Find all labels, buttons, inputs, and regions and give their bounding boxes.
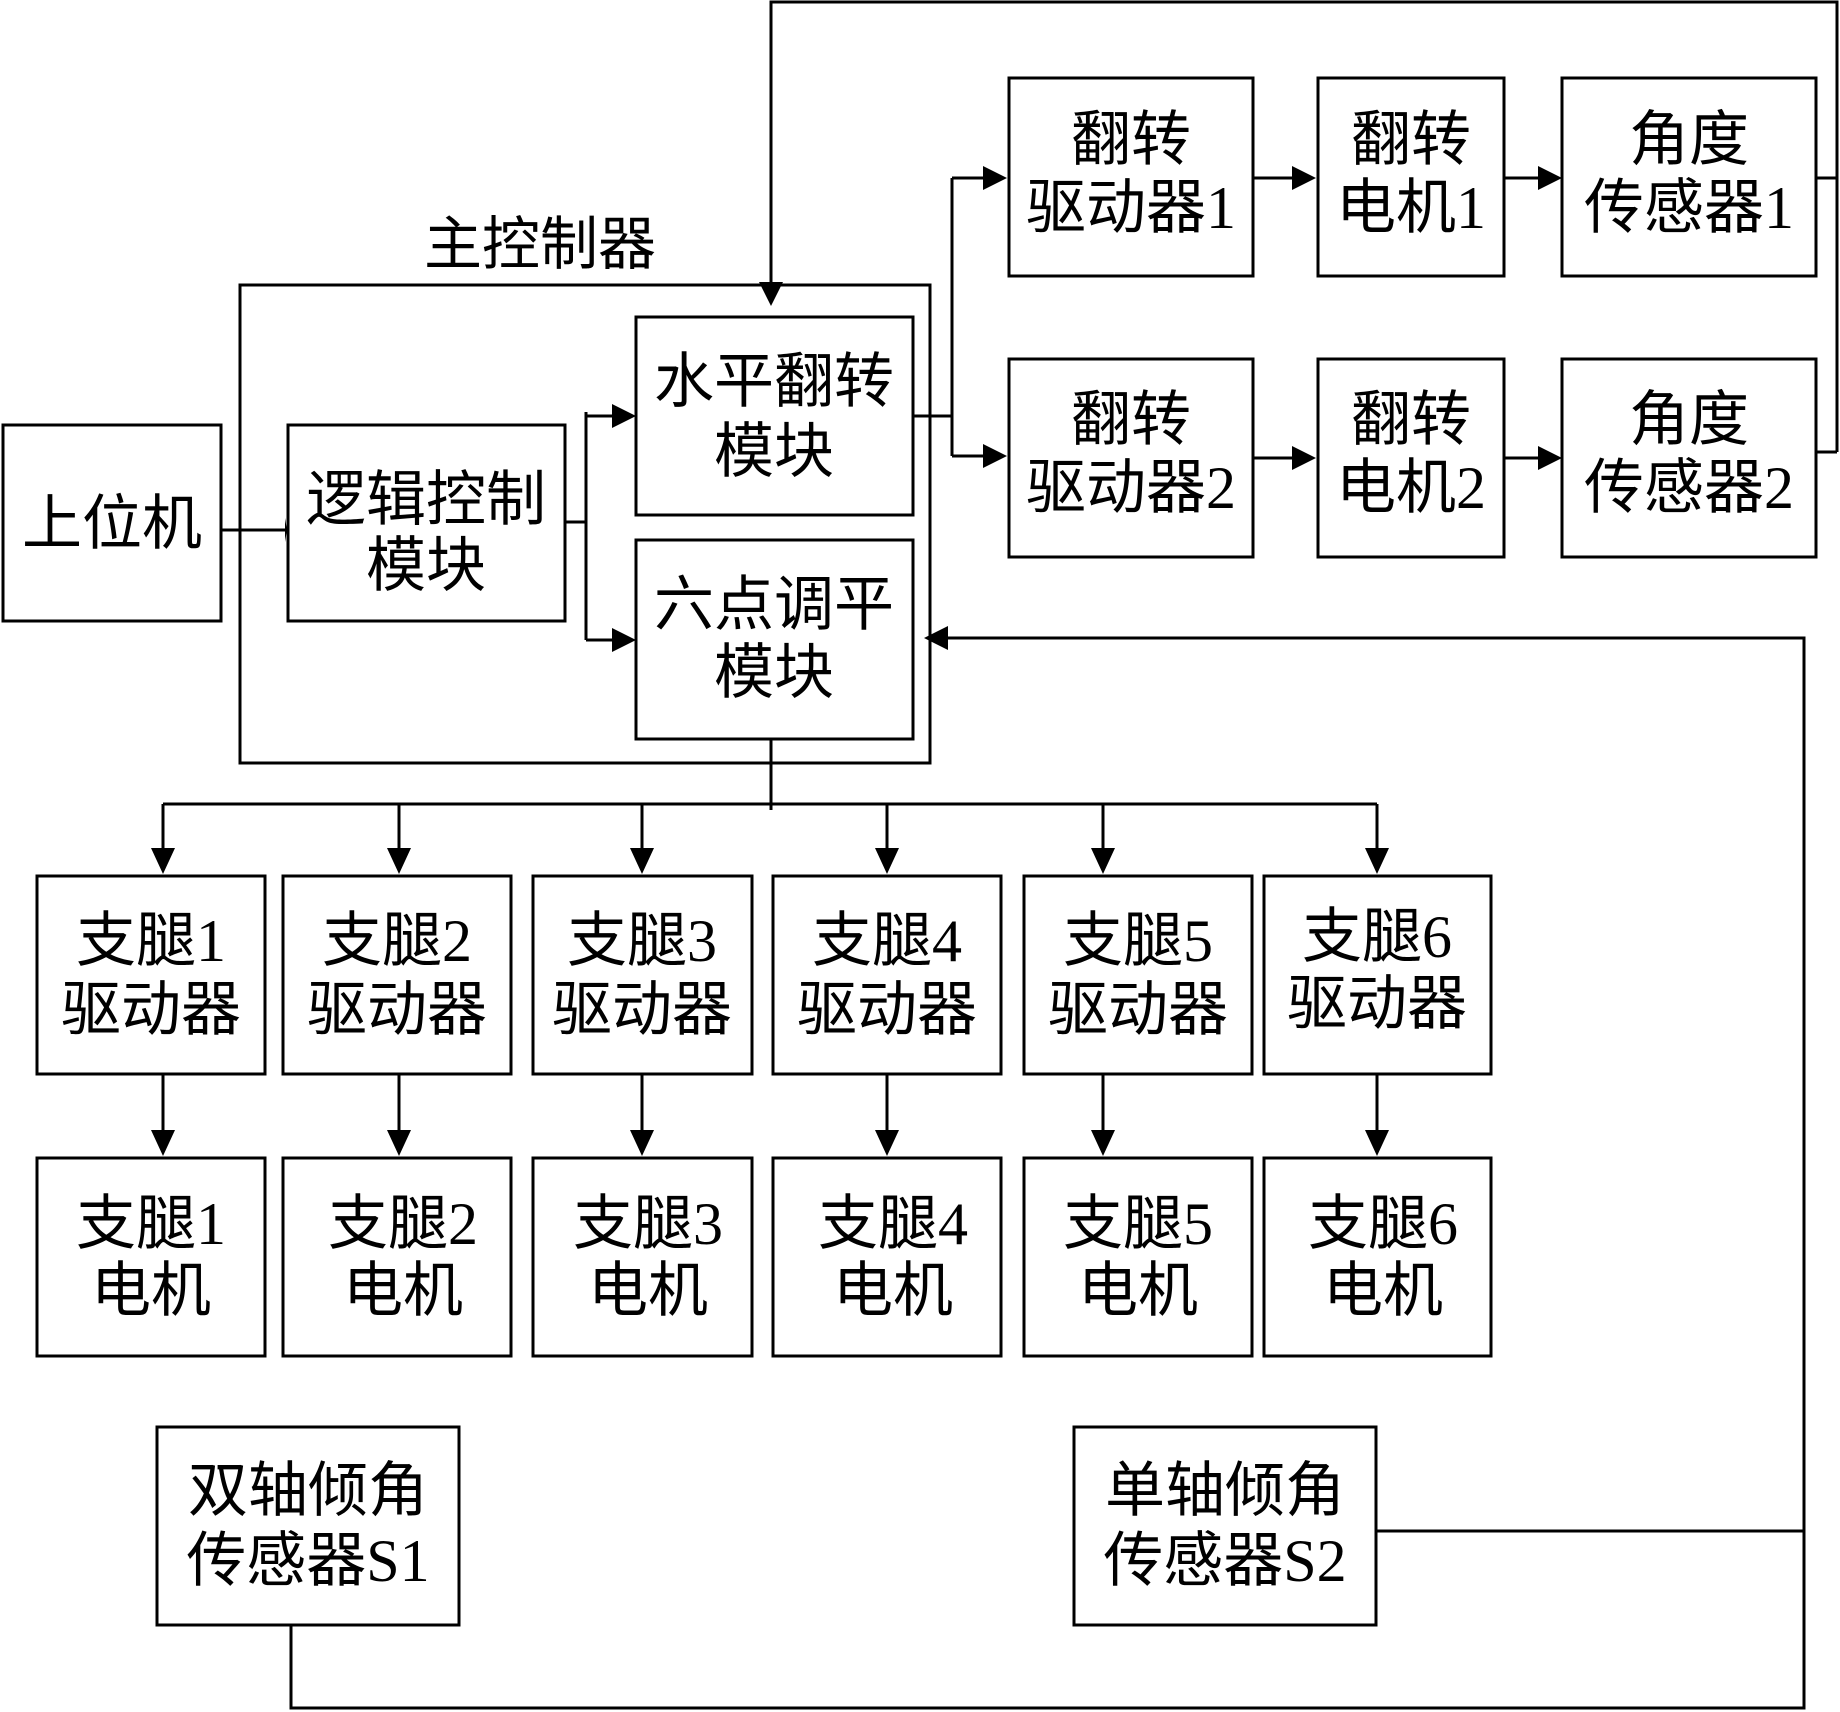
flip-motor-1-box: 翻转 电机1 — [1316, 76, 1506, 278]
flip-module-line1: 水平翻转 — [654, 349, 894, 415]
arrowhead-leg-motor-3 — [630, 1130, 654, 1156]
leg-motor-2-box: 支腿2 电机 — [281, 1156, 513, 1358]
arrowhead-leg-driver-5 — [1091, 848, 1115, 874]
logic-module-line1: 逻辑控制 — [306, 467, 546, 533]
leg-driver-5-line2: 驱动器 — [1048, 977, 1228, 1043]
leg-motor-2-line2: 电机 — [343, 1258, 463, 1324]
leg-driver-3-box: 支腿3 驱动器 — [531, 874, 754, 1076]
leg-driver-1-line1: 支腿1 — [76, 908, 226, 974]
arrowhead-leg-motor-4 — [875, 1130, 899, 1156]
leg-motor-1-line1: 支腿1 — [76, 1191, 226, 1257]
dual-axis-tilt-sensor-s1-box: 双轴倾角 传感器S1 — [155, 1425, 461, 1627]
single-axis-tilt-sensor-s2-box: 单轴倾角 传感器S2 — [1072, 1425, 1378, 1627]
leg-motor-5-line2: 电机 — [1078, 1258, 1198, 1324]
upper-computer-box: 上位机 — [1, 423, 223, 623]
leg-driver-2-line2: 驱动器 — [307, 977, 487, 1043]
sensor-s2-line1: 单轴倾角 — [1105, 1458, 1345, 1524]
flip-motor-2-line2: 电机2 — [1336, 455, 1486, 521]
feedback-sensor-s1 — [289, 1531, 1806, 1710]
leg-motor-3-line2: 电机 — [588, 1258, 708, 1324]
arrowhead-leg-motor-2 — [387, 1130, 411, 1156]
angle-sensor-2-box: 角度 传感器2 — [1560, 357, 1818, 559]
leg-driver-6-line2: 驱动器 — [1287, 971, 1467, 1037]
leg-driver-4-box: 支腿4 驱动器 — [771, 874, 1003, 1076]
sensor-s1-line2: 传感器S1 — [186, 1528, 429, 1594]
leg-driver-1-box: 支腿1 驱动器 — [35, 874, 267, 1076]
flip-module-line2: 模块 — [714, 419, 834, 485]
arrowhead-leg-motor-6 — [1365, 1130, 1389, 1156]
leg-driver-3-line2: 驱动器 — [552, 977, 732, 1043]
feedback-sensor-s2 — [945, 636, 1806, 1533]
leg-motor-3-box: 支腿3 电机 — [531, 1156, 754, 1358]
flip-motor-1-line2: 电机1 — [1336, 175, 1486, 241]
logic-module-line2: 模块 — [366, 533, 486, 599]
arrowhead-leg-motor-5 — [1091, 1130, 1115, 1156]
angle-sensor-2-line1: 角度 — [1629, 387, 1749, 453]
arrowhead-leg-driver-4 — [875, 848, 899, 874]
arrowhead-leg-driver-6 — [1365, 848, 1389, 874]
flip-motor-2-box: 翻转 电机2 — [1316, 357, 1506, 559]
leg-motor-5-line1: 支腿5 — [1063, 1191, 1213, 1257]
sensor-s2-line2: 传感器S2 — [1103, 1528, 1346, 1594]
leg-motor-4-box: 支腿4 电机 — [771, 1156, 1003, 1358]
flip-motor-1-line1: 翻转 — [1351, 107, 1471, 173]
leg-motor-2-line1: 支腿2 — [328, 1191, 478, 1257]
flip-driver-1-line2: 驱动器1 — [1026, 175, 1236, 241]
flip-module-box: 水平翻转 模块 — [634, 315, 915, 517]
leg-motor-6-box: 支腿6 电机 — [1262, 1156, 1493, 1358]
leveling-module-box: 六点调平 模块 — [634, 538, 915, 741]
feedback-angle-sensors — [769, 0, 1839, 285]
leg-driver-6-box: 支腿6 驱动器 — [1262, 874, 1493, 1076]
logic-module-box: 逻辑控制 模块 — [286, 423, 567, 623]
arrowhead-leg-driver-3 — [630, 848, 654, 874]
angle-sensor-1-line1: 角度 — [1629, 107, 1749, 173]
leveling-module-line2: 模块 — [714, 640, 834, 706]
angle-sensor-1-box: 角度 传感器1 — [1560, 76, 1818, 278]
leg-motor-5-box: 支腿5 电机 — [1022, 1156, 1254, 1358]
leg-driver-5-line1: 支腿5 — [1063, 908, 1213, 974]
flip-driver-2-line1: 翻转 — [1071, 387, 1191, 453]
leg-driver-2-box: 支腿2 驱动器 — [281, 874, 513, 1076]
leg-motor-1-line2: 电机 — [91, 1258, 211, 1324]
flip-driver-2-box: 翻转 驱动器2 — [1007, 357, 1255, 559]
leg-motor-6-line2: 电机 — [1323, 1258, 1443, 1324]
main-controller-frame — [238, 283, 932, 765]
leg-arrows — [151, 804, 1389, 1156]
flip-driver-1-line1: 翻转 — [1071, 107, 1191, 173]
arrowhead-leg-driver-1 — [151, 848, 175, 874]
leg-driver-3-line1: 支腿3 — [567, 908, 717, 974]
flip-driver-2-line2: 驱动器2 — [1026, 455, 1236, 521]
upper-computer-label: 上位机 — [22, 491, 202, 557]
leg-motor-4-line2: 电机 — [833, 1258, 953, 1324]
leg-driver-5-box: 支腿5 驱动器 — [1022, 874, 1254, 1076]
arrowhead-leg-driver-2 — [387, 848, 411, 874]
leg-driver-4-line2: 驱动器 — [797, 977, 977, 1043]
leg-driver-6-line1: 支腿6 — [1302, 904, 1452, 970]
main-controller-title: 主控制器 — [424, 212, 656, 277]
leg-driver-2-line1: 支腿2 — [322, 908, 472, 974]
connectors — [163, 0, 1839, 1710]
flip-driver-1-box: 翻转 驱动器1 — [1007, 76, 1255, 278]
arrowhead-leg-motor-1 — [151, 1130, 175, 1156]
leg-driver-4-line1: 支腿4 — [812, 908, 962, 974]
leg-driver-1-line2: 驱动器 — [61, 977, 241, 1043]
leg-motor-1-box: 支腿1 电机 — [35, 1156, 267, 1358]
leg-motor-3-line1: 支腿3 — [573, 1191, 723, 1257]
leg-motor-6-line1: 支腿6 — [1308, 1191, 1458, 1257]
leg-motor-4-line1: 支腿4 — [818, 1191, 968, 1257]
flip-motor-2-line1: 翻转 — [1351, 387, 1471, 453]
leveling-module-line1: 六点调平 — [654, 572, 894, 638]
angle-sensor-2-line2: 传感器2 — [1584, 455, 1794, 521]
angle-sensor-1-line2: 传感器1 — [1584, 175, 1794, 241]
sensor-s1-line1: 双轴倾角 — [188, 1458, 428, 1524]
